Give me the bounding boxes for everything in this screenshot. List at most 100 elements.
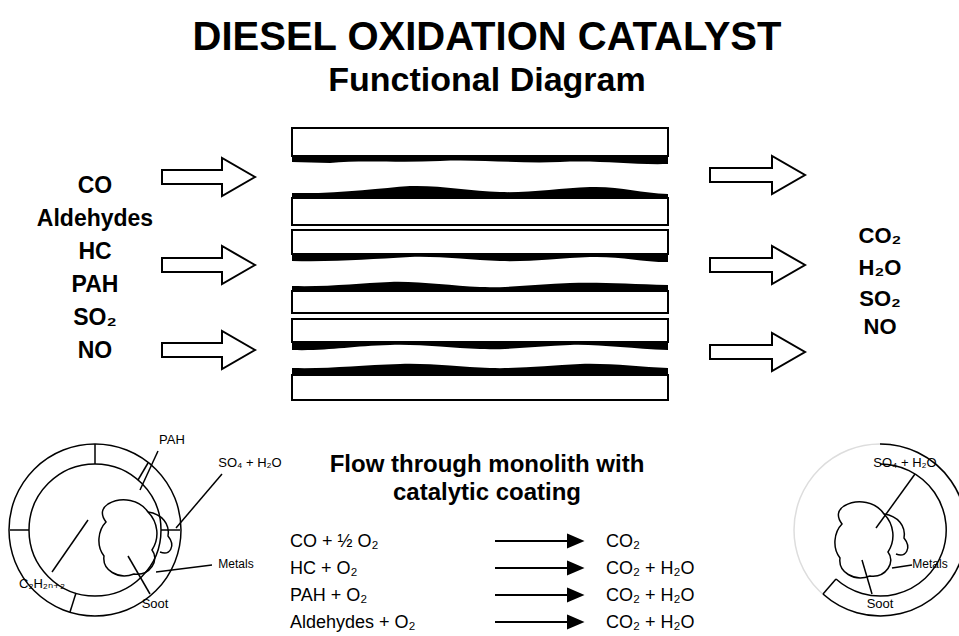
leader-line (862, 560, 872, 594)
leader-line (892, 565, 912, 568)
ring-divider (10, 529, 29, 531)
section-heading: Flow through monolith with catalytic coa… (322, 450, 652, 505)
particle-label: PAH (159, 433, 185, 448)
particle-label-holder: PAH (159, 433, 185, 448)
reaction-product-holder: CO₂ + H₂O (606, 585, 695, 606)
coating (292, 186, 668, 198)
pollutant-in-holder: Aldehydes (37, 205, 153, 231)
outlet-arrow (710, 156, 805, 194)
product-out-holder: SO₂ (859, 286, 901, 311)
inlet-arrow (162, 246, 255, 284)
arrowhead (568, 535, 582, 547)
ring-divider (161, 529, 180, 531)
reaction-arrows (495, 535, 582, 628)
arrowhead (568, 589, 582, 601)
inlet-arrow (162, 331, 255, 369)
leader-line (156, 565, 212, 572)
channel-wall (292, 375, 668, 400)
pollutant-in-holder: NO (78, 337, 113, 363)
outlet-arrow (710, 246, 805, 284)
channel-wall (292, 128, 668, 156)
leader-line (128, 556, 150, 594)
particle-label-holder: Soot (867, 597, 894, 612)
coating (292, 342, 668, 350)
outlet-arrow (710, 333, 805, 371)
pollutant-in: SO₂ (73, 304, 116, 330)
ring-divider (70, 593, 76, 612)
particle-label-holder: Metals (218, 558, 253, 572)
pollutant-in: Aldehydes (37, 205, 153, 231)
pollutant-in: PAH (72, 271, 119, 297)
coating (292, 282, 668, 291)
ring-divider (94, 444, 96, 464)
reaction-arrow (495, 540, 570, 542)
reaction-product: CO₂ + H₂O (606, 558, 695, 579)
arrowhead (568, 616, 582, 628)
coating (292, 156, 668, 164)
reaction-reactant-holder: PAH + O₂ (290, 585, 367, 606)
channel-wall (292, 230, 668, 254)
reaction-arrow (495, 594, 570, 596)
sulfate-layer (148, 512, 172, 553)
arrowhead (568, 562, 582, 574)
particle-outline (9, 444, 181, 616)
subtitle-holder: Functional Diagram (328, 60, 645, 99)
product-out-holder: H₂O (859, 255, 902, 280)
particle-label-holder: SO₄ + H₂O (218, 456, 281, 471)
particle-label: Soot (142, 597, 169, 612)
particle-label: C₂H₂ₙ₊₂ (19, 577, 65, 592)
reaction-product-holder: CO₂ + H₂O (606, 558, 695, 579)
title: DIESEL OXIDATION CATALYST (193, 13, 782, 59)
reaction-product: CO₂ (606, 531, 640, 552)
soot-core (99, 500, 157, 576)
section-heading-holder: Flow through monolith with catalytic coa… (322, 450, 652, 505)
pollutant-in: HC (78, 238, 111, 264)
reaction-reactant-holder: Aldehydes + O₂ (290, 612, 416, 633)
reaction-reactant: CO + ½ O₂ (290, 531, 379, 552)
product-out: H₂O (859, 255, 902, 280)
reaction-reactant-holder: HC + O₂ (290, 558, 358, 579)
particle-label-holder: Soot (142, 597, 169, 612)
reaction-reactant: Aldehydes + O₂ (290, 612, 416, 633)
reaction-product-holder: CO₂ + H₂O (606, 612, 695, 633)
reaction-reactant: PAH + O₂ (290, 585, 367, 606)
coating (292, 254, 668, 262)
particle-label: Soot (867, 597, 894, 612)
particle-label: Metals (218, 558, 253, 572)
pollutant-in: CO (78, 172, 113, 198)
leader-line (140, 451, 158, 490)
particle-after (794, 444, 959, 616)
channel-wall (292, 319, 668, 342)
pollutant-in-holder: CO (78, 172, 113, 198)
reaction-reactant: HC + O₂ (290, 558, 358, 579)
subtitle: Functional Diagram (328, 60, 645, 99)
product-out: NO (864, 314, 897, 339)
channel-wall (292, 198, 668, 225)
particle-label-holder: C₂H₂ₙ₊₂ (19, 577, 65, 592)
product-out-holder: CO₂ (859, 223, 902, 248)
particle-outline (823, 444, 959, 616)
reaction-arrow (495, 567, 570, 569)
particle-label: SO₄ + H₂O (873, 456, 936, 471)
sulfate-layer (884, 514, 908, 555)
pollutant-in-holder: PAH (72, 271, 119, 297)
reaction-reactant-holder: CO + ½ O₂ (290, 531, 379, 552)
leader-line (876, 474, 915, 528)
particle-label-holder: Metals (912, 558, 947, 572)
product-out: CO₂ (859, 223, 902, 248)
reaction-product: CO₂ + H₂O (606, 612, 695, 633)
pollutant-in-holder: SO₂ (73, 304, 116, 330)
ring-divider (823, 579, 836, 594)
pollutant-in: NO (78, 337, 113, 363)
particle-before (9, 444, 222, 616)
particle-faded-outline (794, 444, 959, 616)
particle-label: SO₄ + H₂O (218, 456, 281, 471)
reaction-product: CO₂ + H₂O (606, 585, 695, 606)
catalytic-coating (292, 156, 668, 375)
particle-label: Metals (912, 558, 947, 572)
particle-label-holder: SO₄ + H₂O (873, 456, 936, 471)
inlet-arrow (162, 158, 255, 196)
channel-wall (292, 291, 668, 313)
flow-arrows (162, 156, 805, 371)
